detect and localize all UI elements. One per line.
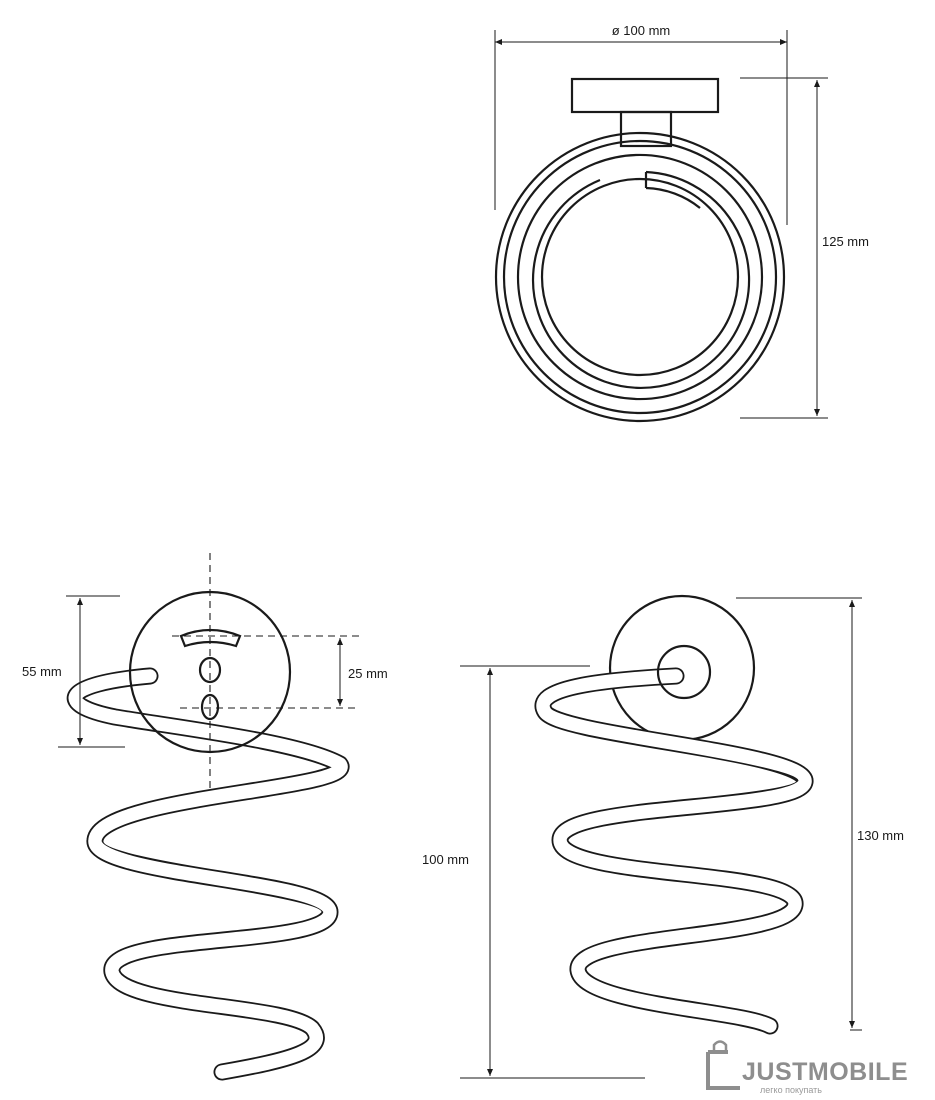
left-side-view: 55 mm 25 mm: [22, 553, 388, 1081]
dimension-label-100: 100 mm: [422, 852, 469, 867]
logo-tagline: легко покупать: [760, 1085, 822, 1095]
logo-brand-text: JUSTMOBILE: [742, 1058, 908, 1086]
dimension-label-height-125: 125 mm: [822, 234, 869, 249]
inner-ring: [531, 170, 751, 389]
mounting-disc-side: [608, 594, 756, 742]
right-side-view: 100 mm 130 mm: [422, 594, 904, 1079]
dimension-label-25: 25 mm: [348, 666, 388, 681]
mount-neck: [619, 110, 673, 148]
outer-ring: [494, 131, 786, 423]
screw-hole-upper: [198, 656, 222, 684]
dimension-label-130: 130 mm: [857, 828, 904, 843]
dimension-label-diameter: ø 100 mm: [612, 23, 671, 38]
screw-hole-lower: [200, 693, 220, 721]
shopping-bag-icon: [706, 1052, 740, 1090]
top-view: ø 100 mm 125 mm: [494, 23, 869, 423]
mount-knob: [656, 644, 712, 700]
brand-logo: JUSTMOBILE легко покупать: [706, 1040, 908, 1095]
mounting-slot: [179, 628, 242, 648]
wall-plate: [570, 77, 720, 114]
dimension-label-55: 55 mm: [22, 664, 62, 679]
